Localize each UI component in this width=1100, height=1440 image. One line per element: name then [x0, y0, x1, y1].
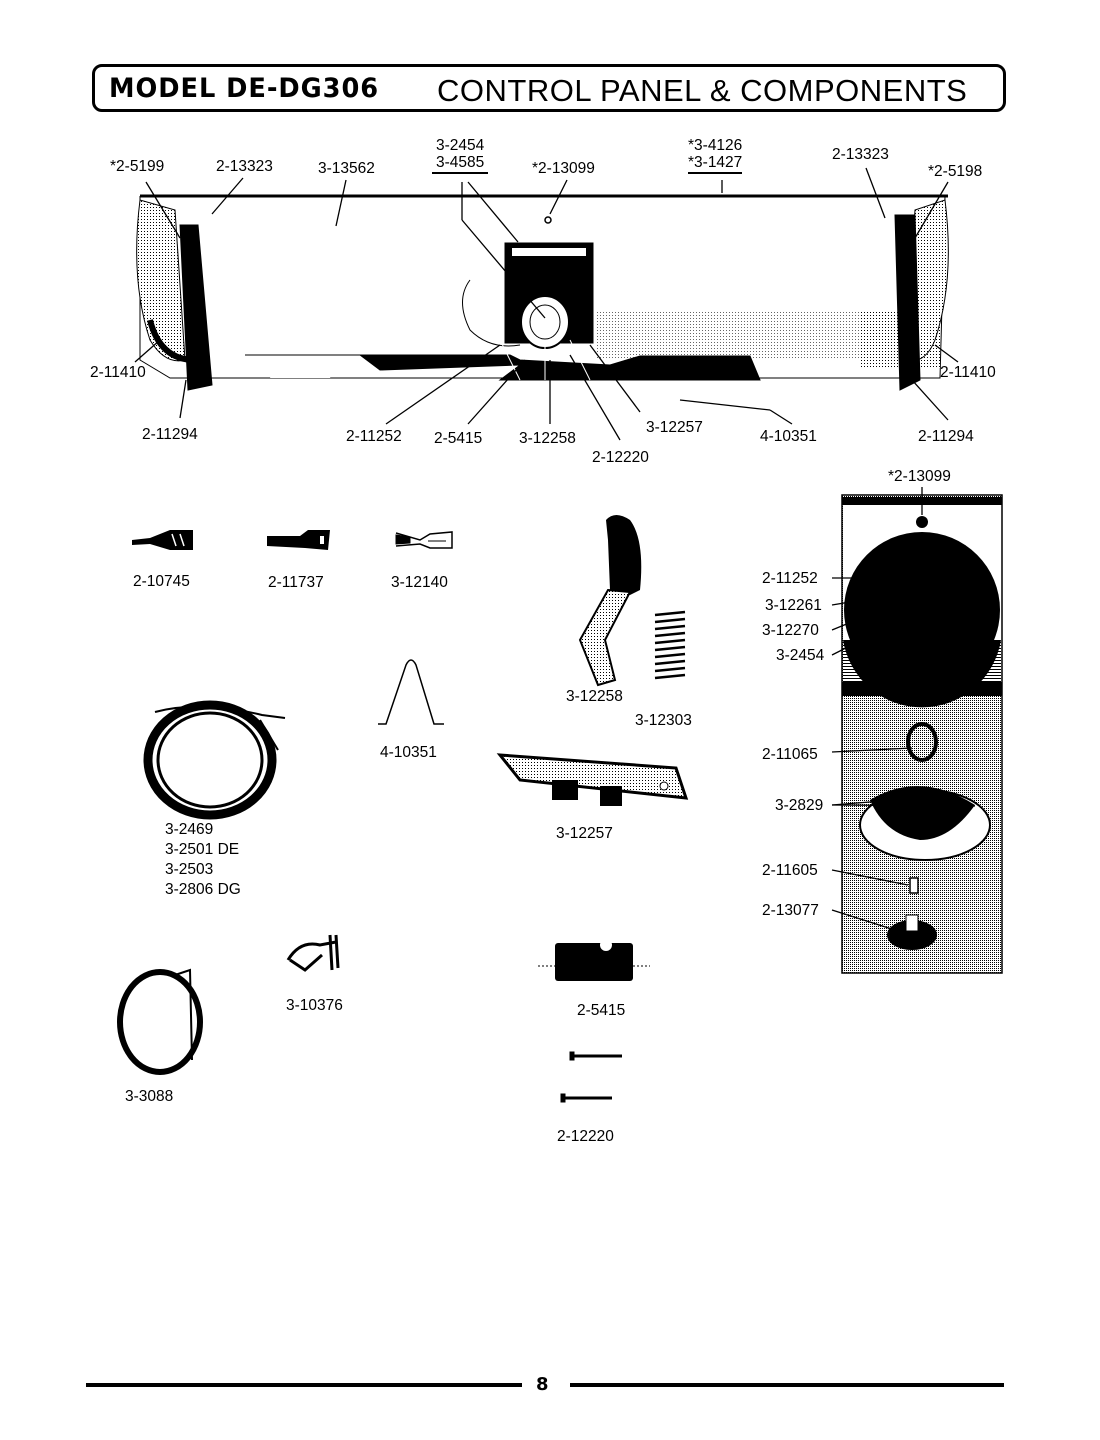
label-wire-loop-3-3088: 3-3088 — [125, 1088, 174, 1105]
bracket-3-12257 — [496, 753, 689, 806]
clip-4-10351 — [378, 659, 444, 725]
label-knob-3-2829: 3-2829 — [775, 797, 824, 814]
label-2-11294-right: 2-11294 — [918, 428, 974, 445]
page-number: 8 — [536, 1374, 549, 1395]
label-switch-2-5415: 2-5415 — [577, 1002, 626, 1019]
label-bracket-3-12257: 3-12257 — [556, 825, 613, 842]
label-2-11410-right: 2-11410 — [940, 364, 996, 381]
label-2-5198: *2-5198 — [928, 163, 983, 180]
harness-part-3: 3-2503 — [165, 861, 214, 878]
label-knob-3-12270: 3-12270 — [762, 622, 819, 639]
label-harness-list: 3-2469 3-2501 DE 3-2503 3-2806 DG — [165, 820, 241, 900]
knob-panel-illustration — [841, 494, 1003, 974]
wire-tie-3-10376 — [286, 934, 340, 972]
leader-lines — [134, 167, 959, 441]
label-2-13099: *2-13099 — [532, 160, 595, 177]
wire-loop-3-3088 — [117, 968, 203, 1075]
label-spring-3-12303: 3-12303 — [635, 712, 692, 729]
label-3-1427: *3-1427 — [688, 154, 743, 174]
label-3-2454: 3-2454 — [436, 137, 485, 154]
lever-3-12258 — [578, 515, 642, 687]
label-3-12258: 3-12258 — [519, 430, 576, 447]
screws-2-12220 — [560, 1051, 622, 1103]
label-2-5199: *2-5199 — [110, 158, 165, 175]
label-terminal-2-11737: 2-11737 — [268, 574, 324, 591]
harness-part-4: 3-2806 DG — [165, 881, 241, 898]
label-2-5415: 2-5415 — [434, 430, 483, 447]
label-clip-4-10351: 4-10351 — [380, 744, 437, 761]
label-knob-3-2454: 3-2454 — [776, 647, 825, 664]
label-terminal-3-12140: 3-12140 — [391, 574, 448, 591]
label-2-13323-left: 2-13323 — [216, 158, 273, 175]
knob-leader-lines — [831, 487, 976, 931]
switch-2-5415 — [538, 939, 650, 981]
terminal-3-12140 — [395, 531, 453, 549]
harness-part-2: 3-2501 DE — [165, 841, 240, 858]
label-knob-2-13077: 2-13077 — [762, 902, 819, 919]
wire-harness-coil — [143, 700, 286, 820]
label-2-12220: 2-12220 — [592, 449, 649, 466]
label-knob-2-11252: 2-11252 — [762, 570, 818, 587]
model-number: MODEL DE-DG306 — [109, 73, 380, 104]
label-wire-tie-3-10376: 3-10376 — [286, 997, 343, 1014]
terminal-2-10745 — [132, 530, 193, 550]
label-3-4126: *3-4126 — [688, 137, 743, 154]
label-knob-2-13099: *2-13099 — [888, 468, 951, 485]
label-4-10351: 4-10351 — [760, 428, 817, 445]
label-screws-2-12220: 2-12220 — [557, 1128, 614, 1145]
label-2-11410-left: 2-11410 — [90, 364, 146, 381]
spring-3-12303 — [654, 610, 686, 680]
label-knob-2-11605: 2-11605 — [762, 862, 818, 879]
label-lever-3-12258: 3-12258 — [566, 688, 623, 705]
harness-part-1: 3-2469 — [165, 821, 214, 838]
label-terminal-2-10745: 2-10745 — [133, 573, 190, 590]
terminal-2-11737 — [267, 530, 330, 550]
label-2-11252: 2-11252 — [346, 428, 402, 445]
label-3-13562: 3-13562 — [318, 160, 375, 177]
label-knob-3-12261: 3-12261 — [765, 597, 822, 614]
label-2-11294-left: 2-11294 — [142, 426, 198, 443]
label-3-4585: 3-4585 — [432, 154, 489, 174]
label-2-13323-right: 2-13323 — [832, 146, 889, 163]
label-group-3-2454: 3-2454 3-4585 — [432, 137, 489, 174]
page-header: MODEL DE-DG306 CONTROL PANEL & COMPONENT… — [92, 64, 1006, 112]
label-group-3-4126: *3-4126 *3-1427 — [688, 137, 743, 174]
label-knob-2-11065: 2-11065 — [762, 746, 818, 763]
page-title: CONTROL PANEL & COMPONENTS — [437, 73, 968, 108]
control-panel-assembly — [136, 194, 949, 391]
label-3-12257: 3-12257 — [646, 419, 703, 436]
